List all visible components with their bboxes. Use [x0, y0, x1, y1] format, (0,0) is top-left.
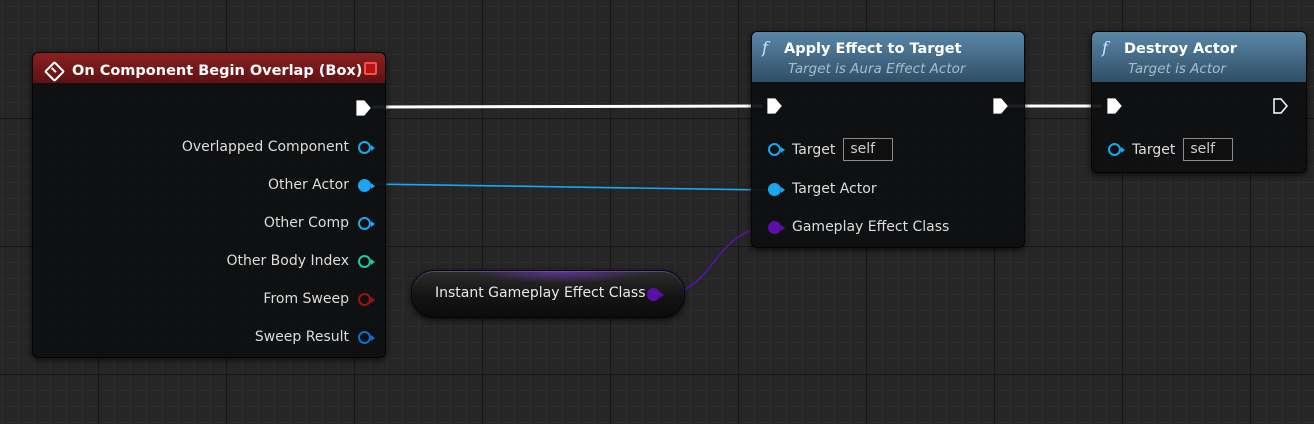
pin-destroy-target[interactable]: Target self: [1108, 138, 1234, 161]
object-pin-icon[interactable]: [358, 140, 375, 154]
pin-label: Overlapped Component: [181, 139, 349, 155]
object-pin-icon[interactable]: [768, 143, 785, 156]
apply-node-header[interactable]: f Apply Effect to Target Target is Aura E…: [752, 32, 1024, 82]
class-pin-icon[interactable]: [647, 288, 664, 301]
apply-exec-out-pin[interactable]: [992, 98, 1008, 118]
pin-other-comp[interactable]: Other Comp: [263, 215, 375, 231]
pin-label: Sweep Result: [254, 329, 349, 345]
pin-gameplay-effect-class[interactable]: Gameplay Effect Class: [768, 219, 949, 235]
function-node-apply-effect[interactable]: f Apply Effect to Target Target is Aura E…: [751, 31, 1025, 248]
struct-pin-icon[interactable]: [358, 330, 375, 344]
event-node-title: On Component Begin Overlap (Box): [72, 63, 363, 79]
exec-wire-event-to-apply[interactable]: [371, 104, 763, 109]
pin-sweep-result[interactable]: Sweep Result: [254, 329, 375, 345]
pin-from-sweep[interactable]: From Sweep: [263, 291, 375, 307]
exec-arrow-icon: [993, 98, 1008, 114]
destroy-target-default-input[interactable]: self: [1183, 138, 1234, 161]
bool-pin-icon[interactable]: [358, 292, 375, 306]
pin-other-body-index[interactable]: Other Body Index: [226, 253, 375, 269]
event-exec-out-pin[interactable]: [355, 100, 371, 120]
object-pin-icon[interactable]: [358, 178, 375, 192]
exec-arrow-icon: [767, 98, 782, 114]
int-pin-icon[interactable]: [358, 254, 375, 268]
pin-label: Other Body Index: [226, 253, 349, 269]
data-wire-other-actor[interactable]: [368, 183, 767, 191]
pin-label: Other Actor: [267, 177, 349, 193]
variable-node-instant-effect-class[interactable]: Instant Gameplay Effect Class: [411, 270, 685, 318]
class-pin-icon[interactable]: [768, 220, 785, 234]
apply-node-subtitle: Target is Aura Effect Actor: [788, 61, 966, 77]
pin-label: From Sweep: [263, 291, 349, 307]
destroy-node-title: Destroy Actor: [1124, 41, 1237, 57]
pin-label: Other Comp: [263, 215, 349, 231]
function-f-icon: f: [762, 38, 768, 57]
pin-label: Gameplay Effect Class: [792, 219, 950, 235]
pin-overlapped-component[interactable]: Overlapped Component: [181, 139, 375, 155]
pin-target-actor[interactable]: Target Actor: [768, 181, 877, 197]
object-pin-icon[interactable]: [358, 216, 375, 230]
function-f-icon: f: [1102, 38, 1108, 57]
pin-label: Target: [1132, 141, 1176, 158]
pin-label: Target: [792, 141, 836, 158]
event-diamond-icon: [43, 60, 66, 82]
pin-target[interactable]: Target self: [768, 138, 894, 161]
object-pin-icon[interactable]: [768, 182, 785, 196]
apply-exec-in-pin[interactable]: [766, 98, 782, 118]
exec-arrow-icon: [1107, 98, 1122, 114]
destroy-exec-out-pin[interactable]: [1272, 98, 1288, 118]
apply-node-title: Apply Effect to Target: [784, 41, 962, 57]
delegate-square-icon[interactable]: [364, 62, 377, 75]
object-pin-icon[interactable]: [1108, 143, 1125, 156]
exec-arrow-icon: [356, 100, 371, 116]
event-node-begin-overlap[interactable]: On Component Begin Overlap (Box) Overlap…: [32, 52, 386, 358]
function-node-destroy-actor[interactable]: f Destroy Actor Target is Actor Target se…: [1091, 31, 1307, 173]
destroy-node-subtitle: Target is Actor: [1128, 61, 1226, 77]
exec-arrow-outline-icon: [1273, 98, 1288, 114]
destroy-node-header[interactable]: f Destroy Actor Target is Actor: [1092, 32, 1306, 82]
destroy-exec-in-pin[interactable]: [1106, 98, 1122, 118]
variable-node-label: Instant Gameplay Effect Class: [435, 285, 646, 301]
pin-other-actor[interactable]: Other Actor: [267, 177, 375, 193]
event-node-header[interactable]: On Component Begin Overlap (Box): [33, 53, 385, 83]
target-default-input[interactable]: self: [843, 138, 894, 161]
pin-label: Target Actor: [792, 181, 877, 197]
